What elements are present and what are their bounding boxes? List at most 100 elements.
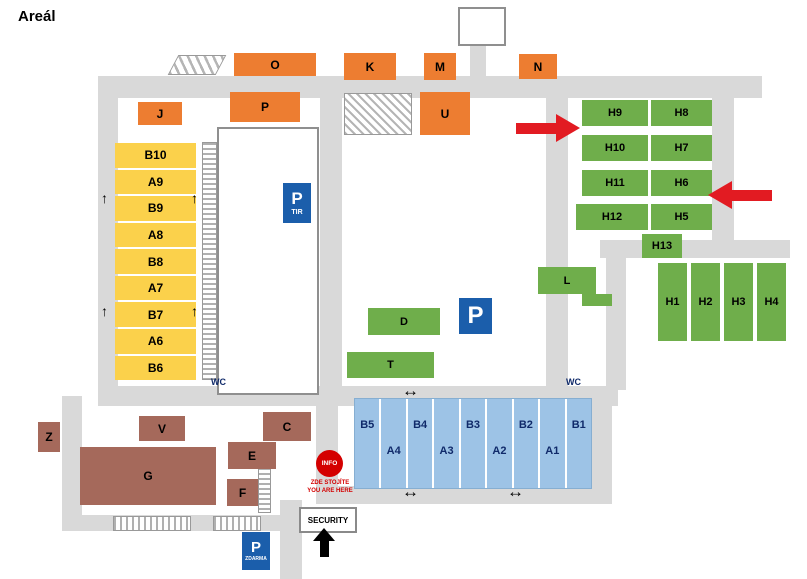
building-f: F — [227, 479, 258, 506]
building-t: T — [347, 352, 434, 378]
building-e: E — [228, 442, 276, 469]
building-label: C — [282, 419, 292, 434]
building-label: E — [247, 448, 256, 463]
arrow-shaft — [730, 190, 772, 201]
road-blue-south — [338, 486, 612, 504]
building-b6: B6 — [115, 355, 196, 381]
road-center-vertical — [320, 96, 342, 398]
road-h-cluster-east — [712, 96, 734, 258]
building-label: H13 — [651, 240, 673, 252]
building-b9: B9 — [115, 196, 196, 221]
hall-label: B3 — [465, 418, 480, 431]
building-label: H10 — [604, 142, 626, 154]
building-h2: H2 — [691, 263, 720, 341]
two-way-arrow-icon: ↔ — [402, 381, 419, 400]
arrow-head — [708, 181, 732, 209]
parking-tir-sign: P TIR — [283, 183, 311, 223]
yellow-building-column: B10 A9 B9 A8 B8 A7 B7 A6 B6 — [115, 143, 196, 381]
building-j: J — [138, 102, 182, 125]
arrow-shaft — [516, 123, 558, 134]
building-h10: H10 — [582, 135, 648, 161]
building-label: B7 — [147, 307, 164, 322]
building-label: K — [365, 59, 375, 74]
building-label: H2 — [698, 296, 713, 308]
road-l-vertical — [606, 256, 626, 390]
building-label: B10 — [144, 148, 167, 163]
building-label: J — [156, 106, 164, 121]
wc-label: WC — [566, 377, 581, 387]
building-a7: A7 — [115, 275, 196, 301]
road-right-vertical — [546, 96, 568, 398]
building-u: U — [420, 92, 470, 135]
zdarma-label: ZDARMA — [245, 556, 267, 562]
building-label: O — [270, 57, 280, 72]
building-label: H3 — [731, 296, 746, 308]
building-l-annex — [582, 294, 612, 306]
hall-b5: B5 — [355, 399, 382, 488]
building-a6: A6 — [115, 328, 196, 354]
hall-label: A3 — [439, 445, 454, 458]
one-way-arrow-icon: ↑ — [191, 190, 198, 206]
building-label: P — [260, 100, 269, 114]
building-d: D — [368, 308, 440, 335]
hall-a4: A4 — [381, 399, 408, 488]
building-p: P — [230, 92, 300, 122]
page-title: Areál — [18, 8, 56, 25]
parking-sign: P — [459, 298, 492, 334]
you-are-here-label: ZDE STOJÍTE YOU ARE HERE — [300, 479, 360, 496]
building-label: H4 — [764, 296, 779, 308]
here-line-1: ZDE STOJÍTE — [310, 480, 350, 486]
arrow-head — [556, 114, 580, 142]
hall-label: B2 — [518, 418, 533, 431]
building-label: B6 — [147, 360, 164, 375]
building-o: O — [234, 53, 316, 76]
building-label: A9 — [147, 174, 164, 189]
hall-b1: B1 — [566, 399, 591, 488]
building-h7: H7 — [651, 135, 712, 161]
here-line-2: YOU ARE HERE — [307, 488, 353, 495]
road-h-cluster-south — [600, 240, 790, 258]
building-label: Z — [45, 430, 53, 444]
building-h3: H3 — [724, 263, 753, 341]
building-h8: H8 — [651, 100, 712, 126]
arrow-shaft — [319, 541, 329, 557]
building-c: C — [263, 412, 311, 441]
white-building-top — [458, 7, 506, 46]
building-g: G — [80, 447, 216, 505]
building-h9: H9 — [582, 100, 648, 126]
hatched-ramp — [167, 55, 227, 75]
building-label: M — [435, 59, 445, 74]
building-a9: A9 — [115, 169, 196, 195]
building-b10: B10 — [115, 143, 196, 168]
one-way-arrow-icon: ↑ — [191, 303, 198, 319]
road-blue-east — [592, 388, 612, 502]
building-h4: H4 — [757, 263, 786, 341]
building-label: V — [157, 421, 166, 436]
one-way-arrow-icon: ↑ — [101, 303, 108, 319]
hall-b2: B2 — [513, 399, 541, 488]
building-label: L — [563, 274, 571, 287]
building-label: A6 — [147, 334, 164, 349]
security-label: SECURITY — [307, 515, 349, 525]
building-label: H12 — [601, 211, 623, 223]
building-v: V — [139, 416, 185, 441]
hall-label: B4 — [413, 418, 428, 431]
building-label: B9 — [147, 201, 164, 216]
hall-label: B5 — [360, 418, 375, 431]
building-h12: H12 — [576, 204, 648, 230]
building-h11: H11 — [582, 170, 648, 196]
parking-icon: P — [250, 539, 261, 556]
road-left — [98, 88, 118, 400]
two-way-arrow-icon: ↔ — [402, 482, 419, 501]
hall-a2: A2 — [487, 399, 514, 488]
building-label: T — [387, 359, 394, 371]
tir-label: TIR — [291, 209, 303, 216]
hall-label: A2 — [492, 445, 507, 458]
blue-hall-block: B5 A4 B4 A3 B3 A2 B2 A1 B1 — [354, 398, 592, 489]
entrance-arrow-icon — [312, 528, 336, 557]
building-label: H6 — [674, 177, 689, 189]
building-label: N — [533, 59, 543, 74]
hall-a3: A3 — [434, 399, 461, 488]
building-m: M — [424, 53, 456, 80]
